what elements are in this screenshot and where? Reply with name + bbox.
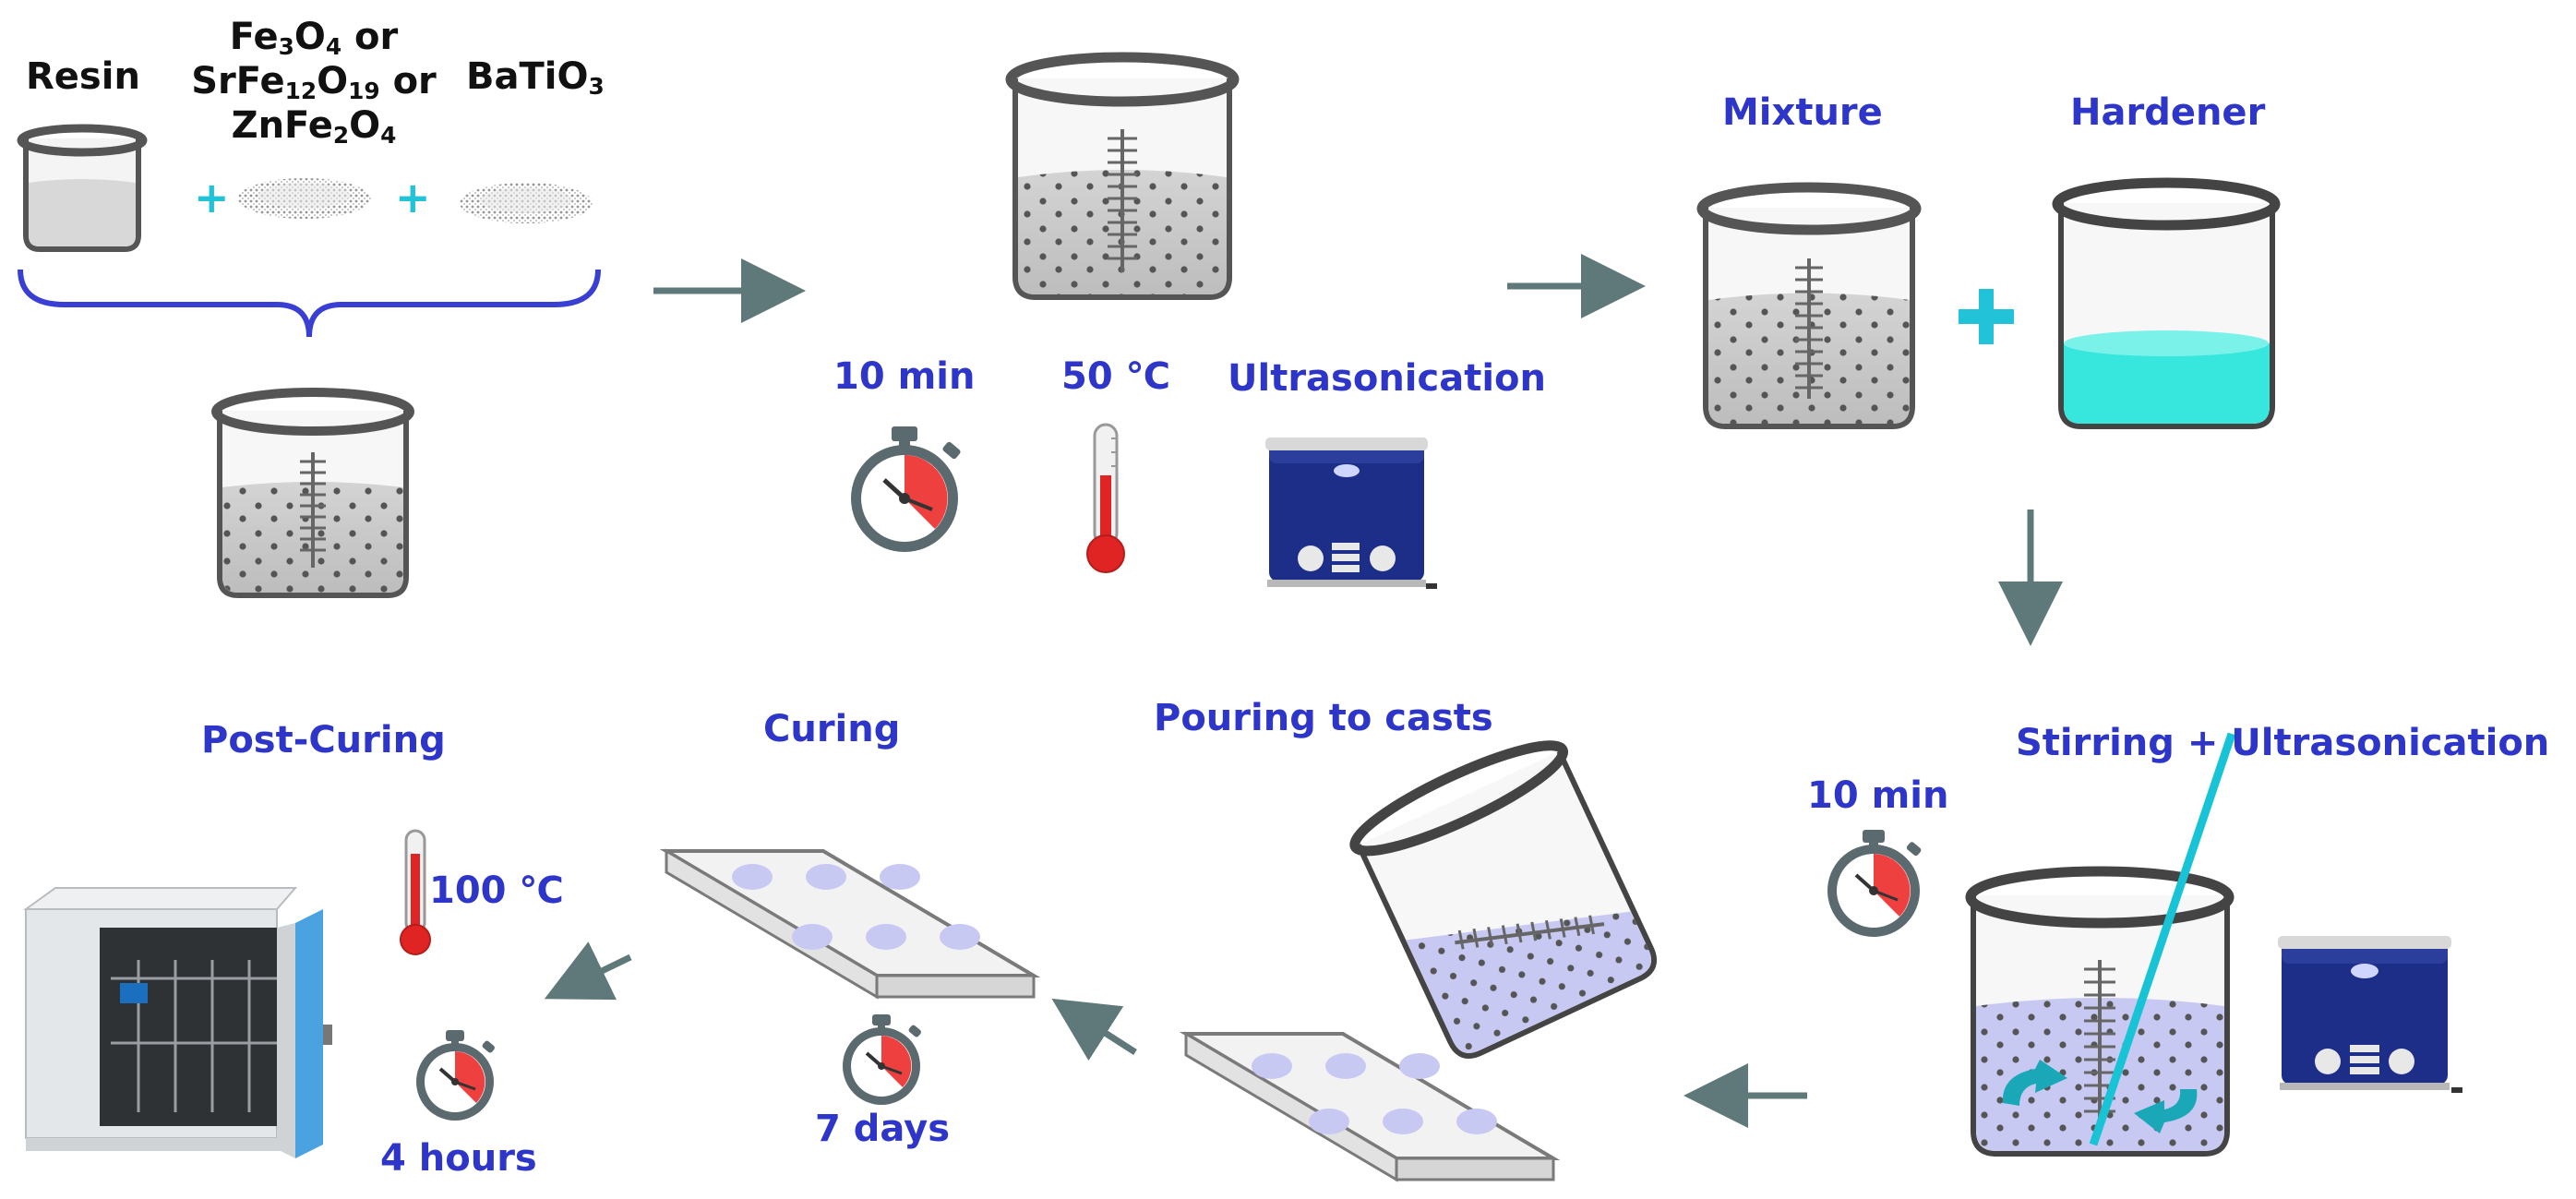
curing-label: Curing bbox=[763, 708, 901, 750]
ferrite-option-srfe12o19: SrFe12O19 or bbox=[191, 60, 437, 105]
stopwatch-icon bbox=[1827, 830, 1922, 937]
batio3-label: BaTiO3 bbox=[466, 55, 605, 101]
plus-icon: + bbox=[395, 173, 431, 222]
ferrite-option-fe3o4: Fe3O4 or bbox=[229, 16, 399, 61]
thermometer-icon bbox=[1086, 423, 1125, 573]
stirring-ultrasonication-label: Stirring + Ultrasonication bbox=[2016, 722, 2550, 764]
ultrasonic-bath-icon bbox=[2278, 936, 2462, 1093]
stirring-beaker bbox=[1965, 732, 2236, 1157]
flow-arrow bbox=[544, 941, 632, 1001]
ultrasonication-label: Ultrasonication bbox=[1228, 357, 1546, 400]
resin-label: Resin bbox=[26, 55, 140, 98]
curing-duration-label: 7 days bbox=[815, 1108, 951, 1150]
stirring-time-label: 10 min bbox=[1807, 774, 1949, 817]
rotation-arrow-icon bbox=[2002, 1060, 2067, 1106]
mixture-label: Mixture bbox=[1722, 91, 1883, 134]
hardener-beaker bbox=[2052, 177, 2281, 429]
curing-tray bbox=[659, 848, 1041, 1000]
stopwatch-icon bbox=[843, 1014, 921, 1105]
sonication-beaker bbox=[1005, 52, 1240, 300]
plus-icon bbox=[1959, 289, 2014, 344]
stir-rod bbox=[2089, 732, 2236, 1146]
stopwatch-icon bbox=[416, 1030, 495, 1121]
post-curing-temperature-label: 100 ℃ bbox=[429, 869, 564, 912]
plus-icon: + bbox=[194, 173, 230, 222]
post-curing-label: Post-Curing bbox=[201, 719, 446, 761]
ultrasonic-bath-icon bbox=[1265, 438, 1437, 589]
stopwatch-icon bbox=[851, 426, 961, 552]
pouring-label: Pouring to casts bbox=[1154, 697, 1493, 739]
sonication-time-label: 10 min bbox=[833, 355, 976, 398]
rotation-arrow-icon bbox=[2134, 1089, 2198, 1133]
thermometer-icon bbox=[400, 829, 431, 955]
cast-tray bbox=[1179, 1031, 1561, 1182]
flow-arrow bbox=[1051, 998, 1137, 1061]
oven-icon bbox=[22, 887, 332, 1158]
mixture-beaker bbox=[1696, 182, 1922, 429]
ferrite-options-label: Fe3O4 or SrFe12O19 or ZnFe2O4 bbox=[185, 15, 443, 148]
grouping-brace bbox=[18, 269, 601, 338]
hardener-label: Hardener bbox=[2070, 91, 2266, 134]
post-curing-duration-label: 4 hours bbox=[380, 1137, 537, 1180]
ferrite-option-znfe2o4: ZnFe2O4 bbox=[231, 104, 397, 150]
pouring-beaker bbox=[1349, 740, 1657, 1059]
sonication-temperature-label: 50 ℃ bbox=[1061, 355, 1171, 398]
combined-beaker bbox=[211, 388, 414, 598]
resin-beaker bbox=[17, 124, 148, 252]
